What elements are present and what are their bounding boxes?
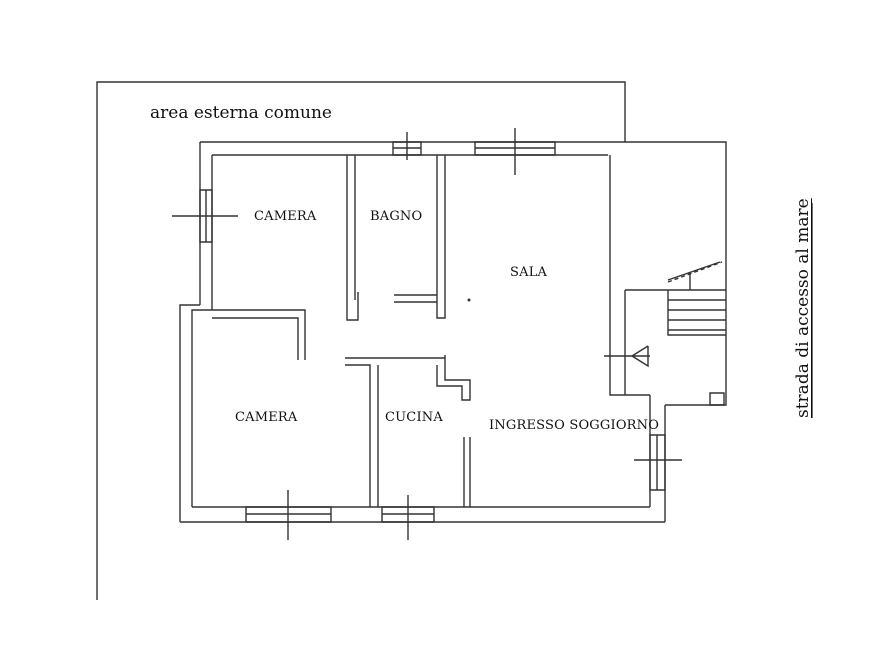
room-label-camera-bottom: CAMERA	[235, 410, 298, 425]
property-boundary-right	[625, 142, 726, 290]
windows	[172, 128, 682, 540]
room-label-sala: SALA	[510, 265, 548, 280]
street-label: strada di accesso al mare	[793, 198, 813, 418]
room-label-bagno: BAGNO	[370, 209, 423, 224]
outer-wall	[180, 142, 726, 522]
detail-dot	[467, 298, 471, 302]
partition-walls	[212, 155, 470, 507]
room-label-ingresso: INGRESSO SOGGIORNO	[489, 418, 660, 433]
entrance-arrow	[604, 346, 650, 366]
room-label-cucina: CUCINA	[385, 410, 443, 425]
room-label-camera-top: CAMERA	[254, 209, 317, 224]
property-boundary	[97, 82, 625, 600]
stair-dashed	[668, 262, 722, 282]
outdoor-area-label: area esterna comune	[150, 103, 332, 123]
stair-post	[710, 393, 724, 405]
stair-block	[625, 262, 726, 395]
